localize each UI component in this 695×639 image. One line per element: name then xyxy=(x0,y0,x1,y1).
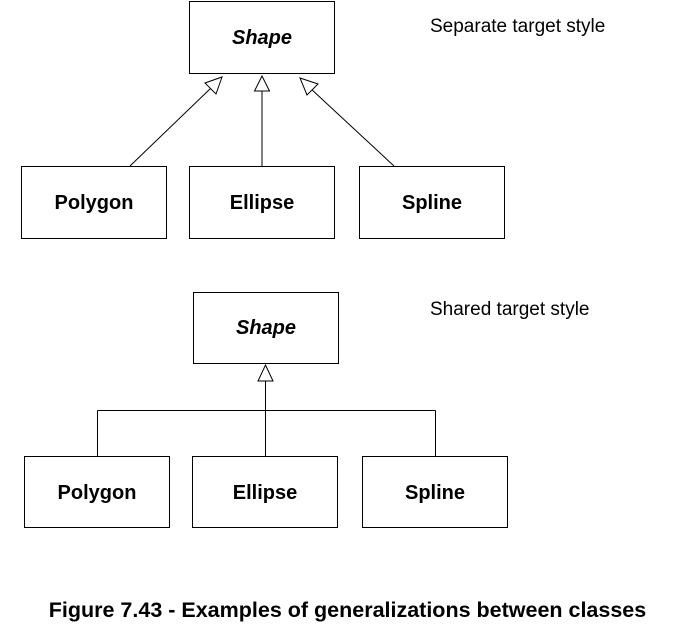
shared-polygon-name: Polygon xyxy=(58,482,137,504)
shared-subclass-polygon: Polygon xyxy=(24,456,170,528)
shared-superclass-shape: Shape xyxy=(193,292,339,364)
shared-subclass-spline: Spline xyxy=(362,456,508,528)
generalization-edge-polygon xyxy=(129,87,212,167)
separate-superclass-shape: Shape xyxy=(189,1,335,74)
separate-spline-name: Spline xyxy=(402,192,462,214)
shared-polygon-box xyxy=(24,456,170,528)
generalization-arrowhead-spline xyxy=(299,77,319,96)
shared-shape-name: Shape xyxy=(236,317,296,339)
separate-subclass-ellipse: Ellipse xyxy=(189,166,335,239)
separate-shape-name: Shape xyxy=(232,27,292,49)
separate-target-style-label: Separate target style xyxy=(430,16,605,37)
shared-subclass-ellipse: Ellipse xyxy=(192,456,338,528)
separate-shape-box xyxy=(189,1,335,74)
shared-ellipse-name: Ellipse xyxy=(233,482,297,504)
generalization-diagram: Separate target style Shape Polygon Elli… xyxy=(21,1,605,528)
separate-spline-box xyxy=(359,166,505,239)
shared-spline-box xyxy=(362,456,508,528)
separate-subclass-spline: Spline xyxy=(359,166,505,239)
separate-ellipse-name: Ellipse xyxy=(230,192,294,214)
shared-ellipse-box xyxy=(192,456,338,528)
separate-subclass-polygon: Polygon xyxy=(21,166,167,239)
shared-target-style-group: Shared target style Shape Polygon Ellips… xyxy=(24,292,589,528)
generalization-arrowhead-ellipse xyxy=(253,74,271,92)
shared-shape-box xyxy=(193,292,339,364)
generalization-edge-spline xyxy=(309,87,395,167)
figure-caption: Figure 7.43 - Examples of generalization… xyxy=(48,598,647,622)
separate-polygon-name: Polygon xyxy=(55,192,134,214)
separate-ellipse-box xyxy=(189,166,335,239)
shared-target-style-label: Shared target style xyxy=(430,299,589,320)
shared-spline-name: Spline xyxy=(405,482,465,504)
separate-target-style-group: Separate target style Shape Polygon Elli… xyxy=(21,1,605,239)
generalization-shared-arrowhead xyxy=(257,363,274,382)
generalization-arrowhead-polygon xyxy=(204,76,223,95)
separate-polygon-box xyxy=(21,166,167,239)
